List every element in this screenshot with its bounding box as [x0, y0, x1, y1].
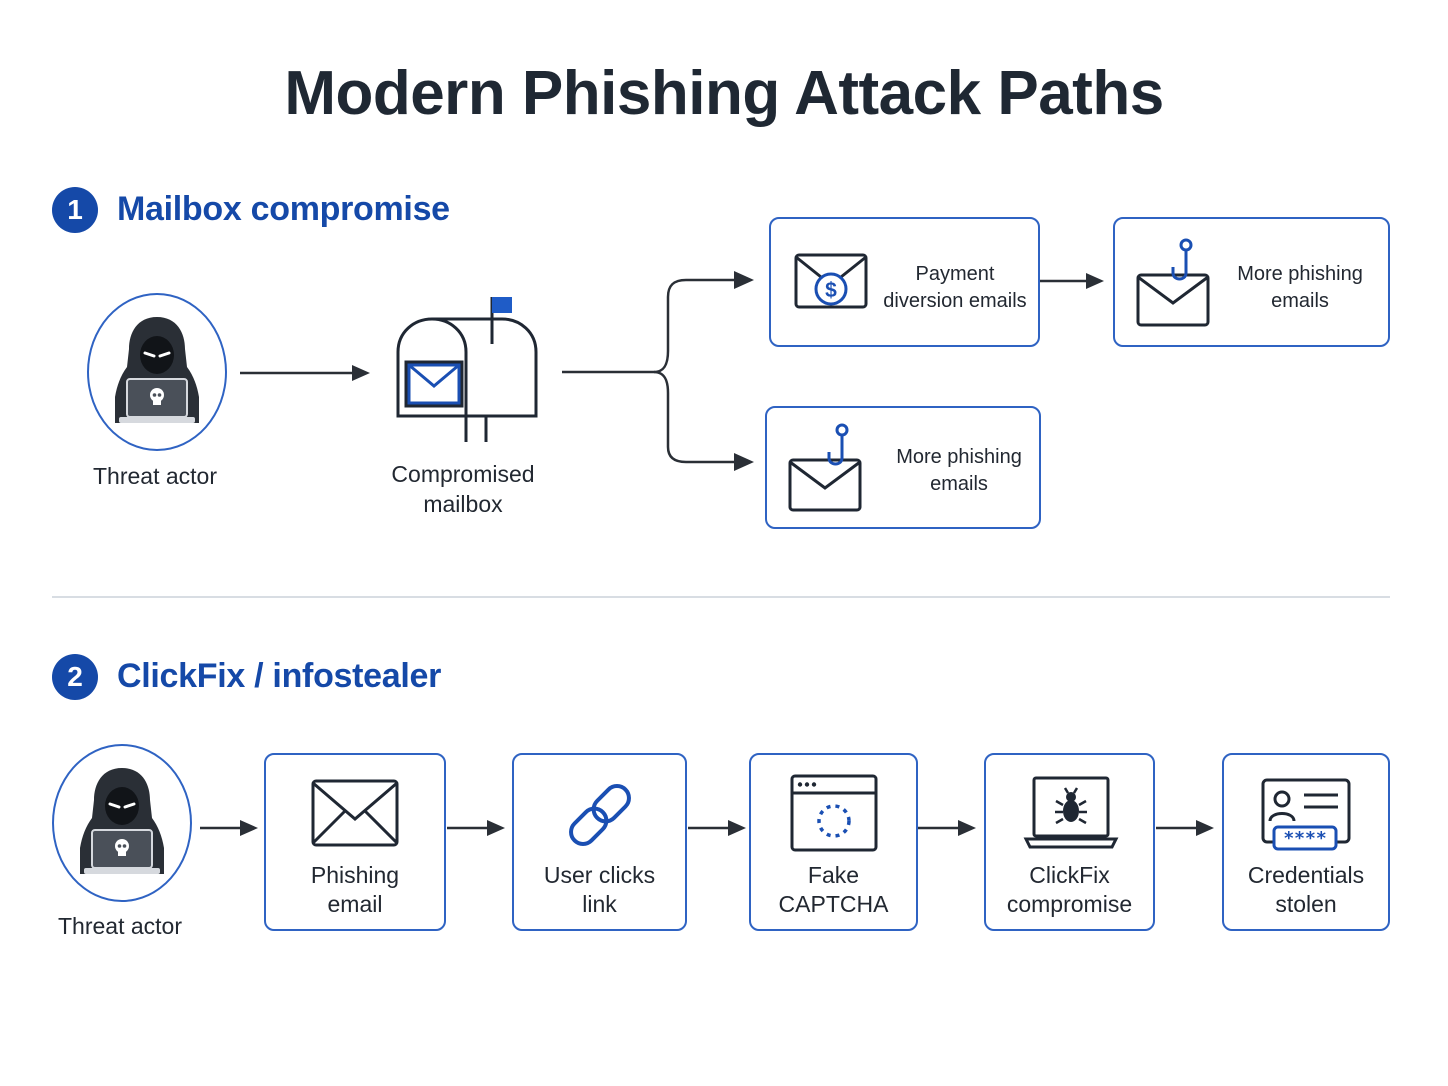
page-title: Modern Phishing Attack Paths	[284, 59, 1164, 128]
step-fake-captcha: Fake CAPTCHA	[749, 753, 918, 931]
more-phishing-box-bottom: More phishing emails	[765, 406, 1041, 529]
threat-actor-label: Threat actor	[93, 463, 217, 489]
envelope-dollar-icon: $	[794, 253, 868, 309]
password-mask: ****	[1283, 828, 1326, 849]
envelope-icon	[311, 779, 399, 847]
step-2-line1: User clicks	[543, 862, 656, 888]
branch-arrows	[562, 271, 754, 471]
arrow-email-to-link	[447, 820, 505, 836]
mailbox-label-line2: mailbox	[423, 491, 503, 517]
step-user-clicks-link: User clicks link	[512, 753, 687, 931]
section-divider	[52, 596, 1390, 598]
step-2-line2: link	[582, 891, 617, 917]
step-3-line2: CAPTCHA	[778, 891, 889, 917]
payment-label-line2: diversion emails	[883, 290, 1027, 312]
arrow-link-to-captcha	[688, 820, 746, 836]
browser-loading-icon	[790, 774, 878, 852]
mailbox-label-line1: Compromised	[391, 461, 535, 487]
step-credentials-stolen: **** Credentials stolen	[1222, 753, 1390, 931]
arrow-captcha-to-clickfix	[918, 820, 976, 836]
hacker-icon	[80, 768, 164, 874]
step-1-line2: email	[327, 891, 383, 917]
payment-diversion-box: $ Payment diversion emails	[769, 217, 1040, 347]
arrow-clickfix-to-credentials	[1156, 820, 1214, 836]
envelope-hook-icon	[1136, 238, 1210, 327]
step-clickfix-compromise: ClickFix compromise	[984, 753, 1155, 931]
svg-text:$: $	[825, 279, 837, 302]
hacker-icon	[115, 317, 199, 423]
link-icon	[569, 784, 631, 846]
mailbox-icon	[396, 297, 538, 442]
payment-label-line1: Payment	[915, 263, 995, 285]
section-1-badge: 1	[52, 187, 98, 233]
section-2-badge: 2	[52, 654, 98, 700]
section-1-title: Mailbox compromise	[117, 190, 450, 228]
more-b-line2: emails	[930, 473, 988, 495]
envelope-hook-icon	[788, 423, 862, 512]
step-phishing-email: Phishing email	[264, 753, 446, 931]
threat-actor-node-2	[52, 744, 192, 902]
arrow-payment-to-more	[1040, 273, 1104, 289]
arrow-actor-to-email	[200, 820, 258, 836]
credential-card-icon: ****	[1261, 778, 1351, 851]
more-phishing-box-top: More phishing emails	[1113, 217, 1390, 347]
threat-actor-node	[87, 293, 227, 451]
arrow-actor-to-mailbox	[240, 365, 370, 381]
step-5-line1: Credentials	[1247, 862, 1365, 888]
more-b-line1: More phishing	[896, 446, 1022, 468]
laptop-bug-icon	[1023, 776, 1119, 849]
more-a-line2: emails	[1271, 290, 1329, 312]
step-3-line1: Fake	[807, 862, 860, 888]
more-a-line1: More phishing	[1237, 263, 1363, 285]
step-4-line2: compromise	[1006, 891, 1133, 917]
section-2-title: ClickFix / infostealer	[117, 657, 442, 695]
step-5-line2: stolen	[1275, 891, 1337, 917]
step-4-line1: ClickFix	[1029, 862, 1110, 888]
step-1-line1: Phishing	[310, 862, 400, 888]
threat-actor-label-2: Threat actor	[58, 913, 182, 939]
